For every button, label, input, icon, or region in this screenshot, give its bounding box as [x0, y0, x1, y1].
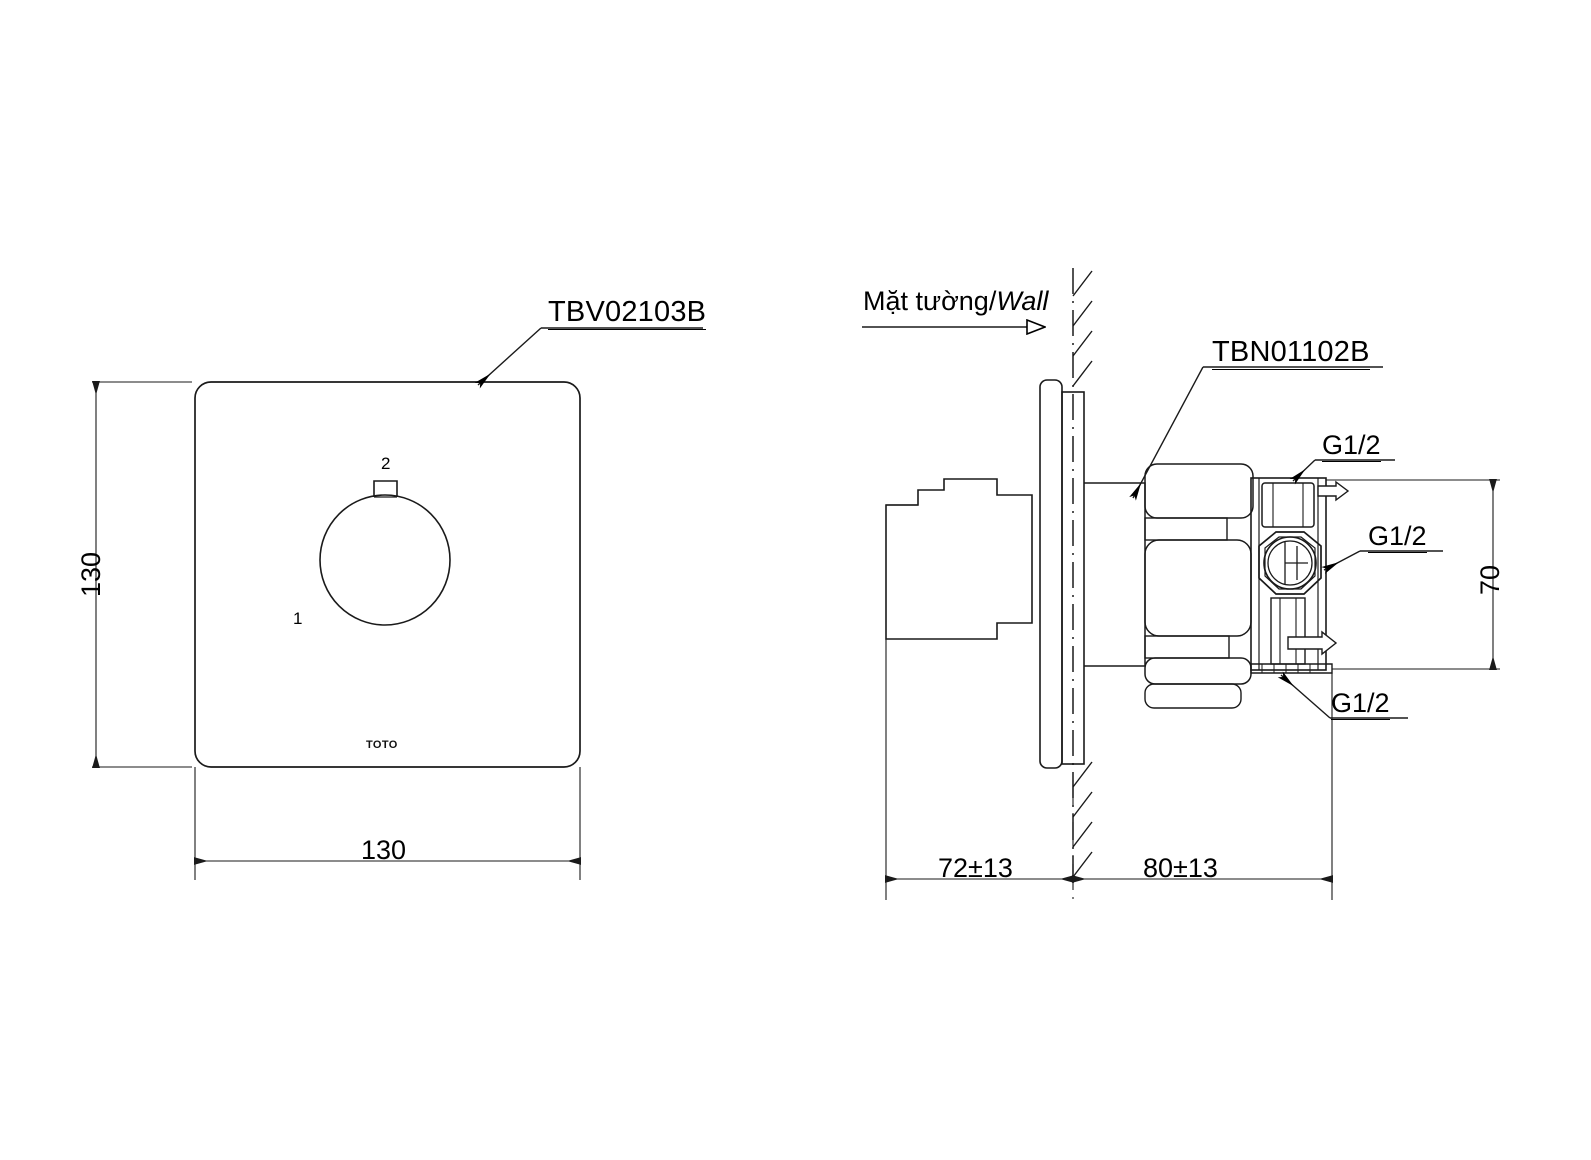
port-top-thread: [1261, 482, 1315, 528]
hex-nut-bore-inner: [1267, 540, 1313, 586]
flow-arrow-bottom: [1287, 630, 1338, 656]
front-view-geometry: [92, 327, 703, 880]
thread-label-top-g12: G1/2: [1322, 430, 1381, 462]
escutcheon-backplate-side: [1061, 391, 1085, 765]
valve-step-bottom2: [1144, 635, 1230, 659]
hex-nut-outer: [1258, 531, 1322, 595]
thread-label-middle-g12: G1/2: [1368, 521, 1427, 553]
thread-label-bottom-g12: G1/2: [1331, 688, 1390, 720]
toto-brand-logo: TOTO: [366, 739, 398, 751]
manifold-base-ticks: [1261, 664, 1311, 673]
side-view-geometry: [862, 268, 1500, 900]
valve-cartridge-body: [1144, 539, 1252, 637]
valve-flange: [1084, 482, 1146, 667]
dimension-left-72: 72±13: [938, 853, 1013, 883]
leader-line-g-bot: [1277, 671, 1331, 719]
hex-nut-bore-outer: [1263, 536, 1317, 590]
manifold-base-plate: [1250, 663, 1333, 674]
escutcheon-plate-side: [1039, 379, 1063, 769]
leader-line-tbn: [1129, 366, 1204, 501]
part-label-tbn01102b: TBN01102B: [1212, 336, 1370, 370]
wall-label-en: Wall: [996, 286, 1049, 316]
valve-step-top2: [1144, 517, 1228, 541]
wall-label: Mặt tường/Wall: [863, 288, 1048, 315]
valve-step-bottom3: [1144, 683, 1242, 709]
leader-line-tbv: [474, 327, 542, 389]
escutcheon-plate-outline: [194, 381, 581, 768]
part-label-tbv02103b: TBV02103B: [548, 296, 707, 330]
handle-lever-tab: [373, 480, 398, 497]
leader-line-g-mid: [1321, 550, 1361, 574]
wall-hatch-upper: [1072, 270, 1093, 387]
callout-number-1: 1: [293, 609, 303, 628]
leader-line-g-top: [1289, 459, 1316, 485]
valve-step-bottom: [1144, 657, 1252, 685]
dimension-vertical-70: 70: [1475, 564, 1505, 595]
valve-step-top: [1144, 463, 1254, 519]
dimension-width-130: 130: [361, 835, 407, 865]
dimension-right-80: 80±13: [1143, 853, 1218, 883]
valve-manifold-block: [1250, 477, 1327, 671]
wall-hatch-lower: [1072, 761, 1093, 878]
hex-nut-internal-detail: [1284, 542, 1308, 584]
handle-knob-profile: [885, 478, 1033, 640]
callout-number-2: 2: [381, 454, 391, 473]
wall-label-vi: Mặt tường/: [863, 286, 997, 316]
dimension-height-130: 130: [76, 551, 106, 597]
port-bottom-thread: [1270, 597, 1306, 665]
handle-dial-circle: [319, 494, 451, 626]
flow-arrow-top: [1317, 480, 1350, 502]
